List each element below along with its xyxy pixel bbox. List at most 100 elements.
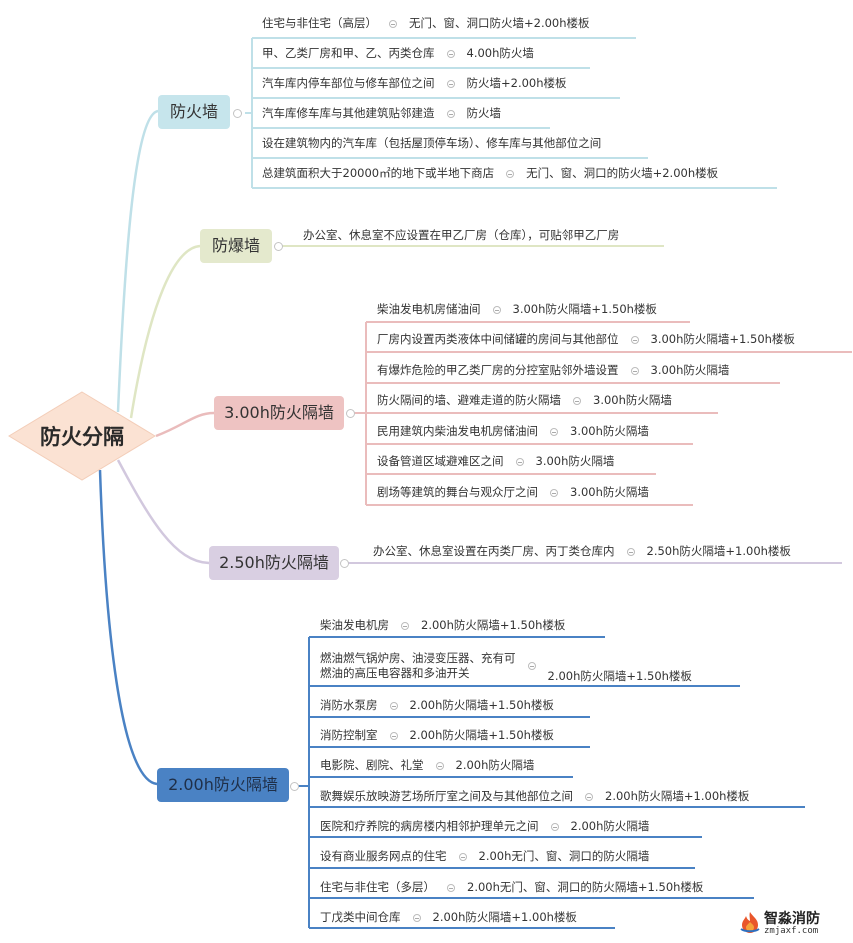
item-label: 住宅与非住宅（高层） (262, 16, 377, 30)
root-title[interactable]: 防火分隔 (40, 425, 124, 449)
item-label: 甲、乙类厂房和甲、乙、丙类仓库 (262, 46, 435, 60)
item-label: 办公室、休息室设置在丙类厂房、丙丁类仓库内 (373, 544, 615, 558)
category-blast-wall[interactable]: 防爆墙 (200, 229, 272, 263)
collapse-icon[interactable] (389, 702, 398, 710)
collapse-icon[interactable] (458, 853, 467, 861)
list-item[interactable]: 总建筑面积大于20000㎡的地下或半地下商店无门、窗、洞口的防火墙+2.00h楼… (262, 166, 718, 180)
collapse-icon[interactable] (550, 489, 558, 497)
list-item[interactable]: 电影院、剧院、礼堂 2.00h防火隔墙 (320, 758, 534, 772)
collapse-toggle-2-5h[interactable] (340, 559, 349, 568)
collapse-icon[interactable] (630, 336, 639, 344)
collapse-toggle-blast-wall[interactable] (274, 242, 283, 251)
collapse-toggle-3h[interactable] (346, 409, 355, 418)
item-label: 医院和疗养院的病房楼内相邻护理单元之间 (320, 819, 539, 833)
collapse-toggle-firewall[interactable] (233, 109, 242, 118)
list-item[interactable]: 民用建筑内柴油发电机房储油间 3.00h防火隔墙 (377, 424, 649, 438)
category-2h-partition[interactable]: 2.00h防火隔墙 (157, 768, 289, 802)
list-item[interactable]: 剧场等建筑的舞台与观众厅之间 3.00h防火隔墙 (377, 485, 649, 499)
watermark-name: 智淼消防 (764, 911, 820, 927)
item-value: 4.00h防火墙 (466, 46, 534, 60)
collapse-icon[interactable] (515, 458, 524, 466)
collapse-icon[interactable] (446, 80, 455, 88)
item-value: 防火墙 (466, 106, 502, 120)
collapse-icon[interactable] (412, 914, 421, 922)
collapse-icon[interactable] (389, 20, 397, 28)
item-value: 2.00h防火隔墙+1.50h楼板 (409, 698, 554, 712)
list-item[interactable]: 设备管道区域避难区之间 3.00h防火隔墙 (377, 454, 614, 468)
collapse-icon[interactable] (626, 548, 635, 556)
item-label: 设有商业服务网点的住宅 (320, 849, 447, 863)
list-item[interactable]: 歌舞娱乐放映游艺场所厅室之间及与其他部位之间 2.00h防火隔墙+1.00h楼板 (320, 789, 749, 803)
item-value: 防火墙+2.00h楼板 (466, 76, 567, 90)
collapse-icon[interactable] (446, 50, 455, 58)
item-value: 3.00h防火隔墙 (535, 454, 615, 468)
item-label: 办公室、休息室不应设置在甲乙厂房（仓库），可贴邻甲乙厂房 (303, 228, 620, 242)
item-value: 3.00h防火隔墙 (593, 393, 672, 407)
item-label: 汽车库修车库与其他建筑贴邻建造 (262, 106, 435, 120)
item-value: 无门、窗、洞口的防火墙+2.00h楼板 (526, 166, 719, 180)
item-label: 民用建筑内柴油发电机房储油间 (377, 424, 538, 438)
collapse-icon[interactable] (446, 110, 455, 118)
collapse-icon[interactable] (527, 662, 536, 670)
list-item[interactable]: 柴油发电机房储油间 3.00h防火隔墙+1.50h楼板 (377, 302, 657, 316)
collapse-icon[interactable] (492, 306, 501, 314)
item-label: 燃油燃气锅炉房、油浸变压器、充有可 (320, 651, 516, 665)
list-item[interactable]: 住宅与非住宅（高层） 无门、窗、洞口防火墙+2.00h楼板 (262, 16, 590, 30)
item-label: 设在建筑物内的汽车库（包括屋顶停车场）、修车库与其他部位之间 (262, 136, 602, 150)
item-label: 汽车库内停车部位与修车部位之间 (262, 76, 435, 90)
category-2-5h-partition[interactable]: 2.50h防火隔墙 (209, 546, 339, 580)
item-label: 柴油发电机房储油间 (377, 302, 481, 316)
list-item[interactable]: 办公室、休息室不应设置在甲乙厂房（仓库），可贴邻甲乙厂房 (303, 228, 619, 242)
list-item[interactable]: 甲、乙类厂房和甲、乙、丙类仓库 4.00h防火墙 (262, 46, 534, 60)
item-label: 剧场等建筑的舞台与观众厅之间 (377, 485, 538, 499)
item-label-line2: 燃油的高压电容器和多油开关 (320, 666, 470, 680)
item-label: 电影院、剧院、礼堂 (320, 758, 424, 772)
item-label: 住宅与非住宅（多层） (320, 880, 435, 894)
collapse-icon[interactable] (550, 428, 558, 436)
list-item[interactable]: 设在建筑物内的汽车库（包括屋顶停车场）、修车库与其他部位之间 (262, 136, 601, 150)
watermark-logo: 智淼消防 zmjaxf.com (738, 906, 848, 938)
flame-icon (740, 912, 760, 933)
item-value: 2.00h防火隔墙+1.50h楼板 (421, 618, 566, 632)
item-value: 3.00h防火隔墙 (570, 485, 649, 499)
item-label: 歌舞娱乐放映游艺场所厅室之间及与其他部位之间 (320, 789, 573, 803)
list-item[interactable]: 汽车库内停车部位与修车部位之间 防火墙+2.00h楼板 (262, 76, 567, 90)
collapse-icon[interactable] (585, 793, 593, 801)
item-label: 厂房内设置丙类液体中间储罐的房间与其他部位 (377, 332, 619, 346)
list-item[interactable]: 汽车库修车库与其他建筑贴邻建造 防火墙 (262, 106, 501, 120)
list-item[interactable]: 住宅与非住宅（多层）2.00h无门、窗、洞口的防火隔墙+1.50h楼板 (320, 880, 703, 894)
item-value: 无门、窗、洞口防火墙+2.00h楼板 (409, 16, 590, 30)
collapse-icon[interactable] (447, 884, 455, 892)
item-value: 2.00h防火隔墙+1.00h楼板 (432, 910, 577, 924)
collapse-icon[interactable] (630, 367, 639, 375)
item-value: 3.00h防火隔墙+1.50h楼板 (512, 302, 657, 316)
category-firewall[interactable]: 防火墙 (158, 95, 230, 129)
collapse-icon[interactable] (401, 622, 409, 630)
collapse-toggle-2h[interactable] (290, 782, 299, 791)
watermark-url: zmjaxf.com (764, 926, 819, 936)
collapse-icon[interactable] (573, 397, 581, 405)
item-label: 设备管道区域避难区之间 (377, 454, 504, 468)
category-3h-partition[interactable]: 3.00h防火隔墙 (214, 396, 344, 430)
item-label: 消防控制室 (320, 728, 378, 742)
item-value: 3.00h防火隔墙 (570, 424, 649, 438)
item-label: 消防水泵房 (320, 698, 378, 712)
item-value: 2.00h防火隔墙 (455, 758, 535, 772)
list-item[interactable]: 消防水泵房 2.00h防火隔墙+1.50h楼板 (320, 698, 554, 712)
item-value: 2.00h防火隔墙+1.00h楼板 (605, 789, 750, 803)
collapse-icon[interactable] (435, 762, 444, 770)
collapse-icon[interactable] (389, 732, 398, 740)
collapse-icon[interactable] (550, 823, 559, 831)
collapse-icon[interactable] (506, 170, 515, 178)
